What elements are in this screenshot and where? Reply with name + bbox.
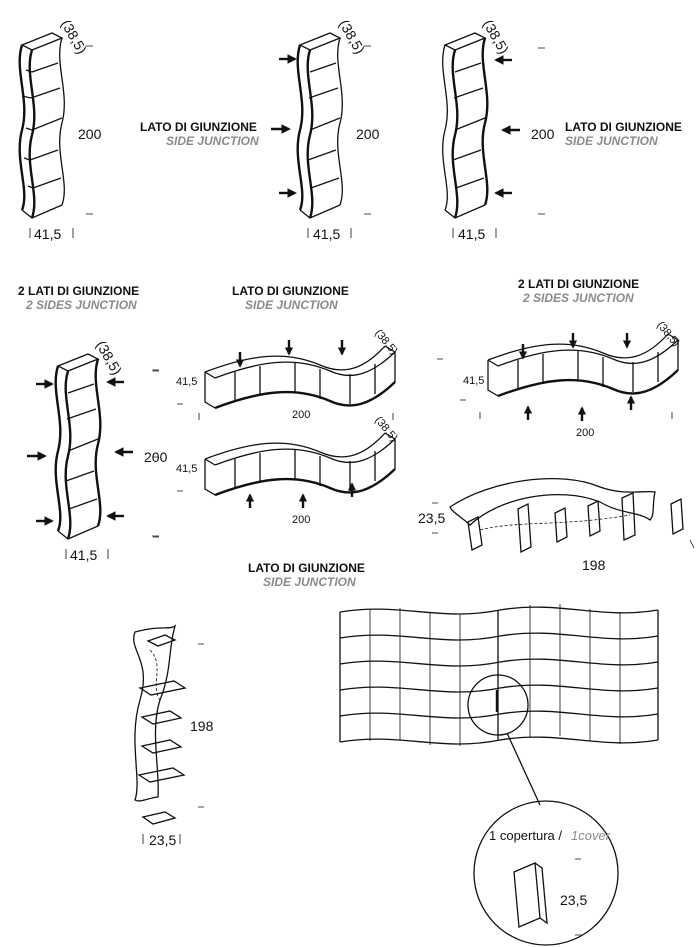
exploded-horizontal [449,478,684,554]
depth-dim-7: (38,5) [654,319,682,349]
bookcase-vertical-2 [296,32,343,219]
small-dim-2: 23,5 [149,832,176,848]
width-dim-6: 41,5 [176,463,197,475]
small-dim-3: 23,5 [560,892,587,908]
height-dim-6: 200 [292,514,310,526]
height-dim-5: 200 [292,409,310,421]
cover-label-it: 1 copertura / [489,828,562,843]
label-side-junction-it-2: LATO DI GIUNZIONE [565,120,682,134]
depth-dim-6: (38,5) [372,414,400,444]
depth-dim-1: (38,5) [58,17,90,57]
depth-dim-3: (38,5) [480,17,512,57]
bookcase-horizontal-c [487,333,679,398]
label-two-sides-en-1: 2 SIDES JUNCTION [25,298,137,312]
width-dim-4: 41,5 [70,547,97,563]
label-side-junction-en-2: SIDE JUNCTION [565,134,658,148]
label-side-junction-it-1: LATO DI GIUNZIONE [140,120,257,134]
width-dim-3: 41,5 [458,226,485,242]
bookcase-horizontal-b [204,432,396,497]
depth-dim-4: (38,5) [93,338,125,378]
depth-dim-2: (38,5) [336,17,368,57]
height2-dim-2: 198 [190,718,214,734]
bookcase-vertical-4 [54,353,102,540]
label-two-sides-it-1: 2 LATI DI GIUNZIONE [18,284,139,298]
height-dim-2: 200 [356,126,380,142]
height-dim-3: 200 [531,126,555,142]
width-dim-5: 41,5 [176,376,197,388]
bookcase-horizontal-a [204,345,396,410]
label-side-junction-it-3: LATO DI GIUNZIONE [232,284,349,298]
label-two-sides-en-2: 2 SIDES JUNCTION [522,291,634,305]
label-side-junction-it-4: LATO DI GIUNZIONE [248,561,365,575]
width-dim-1: 41,5 [34,226,61,242]
label-side-junction-en-1: SIDE JUNCTION [166,134,259,148]
label-two-sides-it-2: 2 LATI DI GIUNZIONE [518,277,639,291]
height2-dim-1: 198 [582,557,606,573]
cover-label-en: 1cover [571,828,611,843]
bookcase-vertical-1 [18,32,65,219]
width-dim-7: 41,5 [463,375,484,387]
height-dim-1: 200 [78,126,102,142]
width-dim-2: 41,5 [313,226,340,242]
wall-composition [339,604,659,746]
cover-detail [473,732,619,946]
label-side-junction-en-3: SIDE JUNCTION [245,298,338,312]
exploded-vertical [133,624,187,825]
small-dim-1: 23,5 [418,510,445,526]
height-dim-7: 200 [576,427,594,439]
label-side-junction-en-4: SIDE JUNCTION [263,575,356,589]
bookcase-vertical-3 [442,32,489,219]
depth-dim-5: (38,5) [372,327,400,357]
